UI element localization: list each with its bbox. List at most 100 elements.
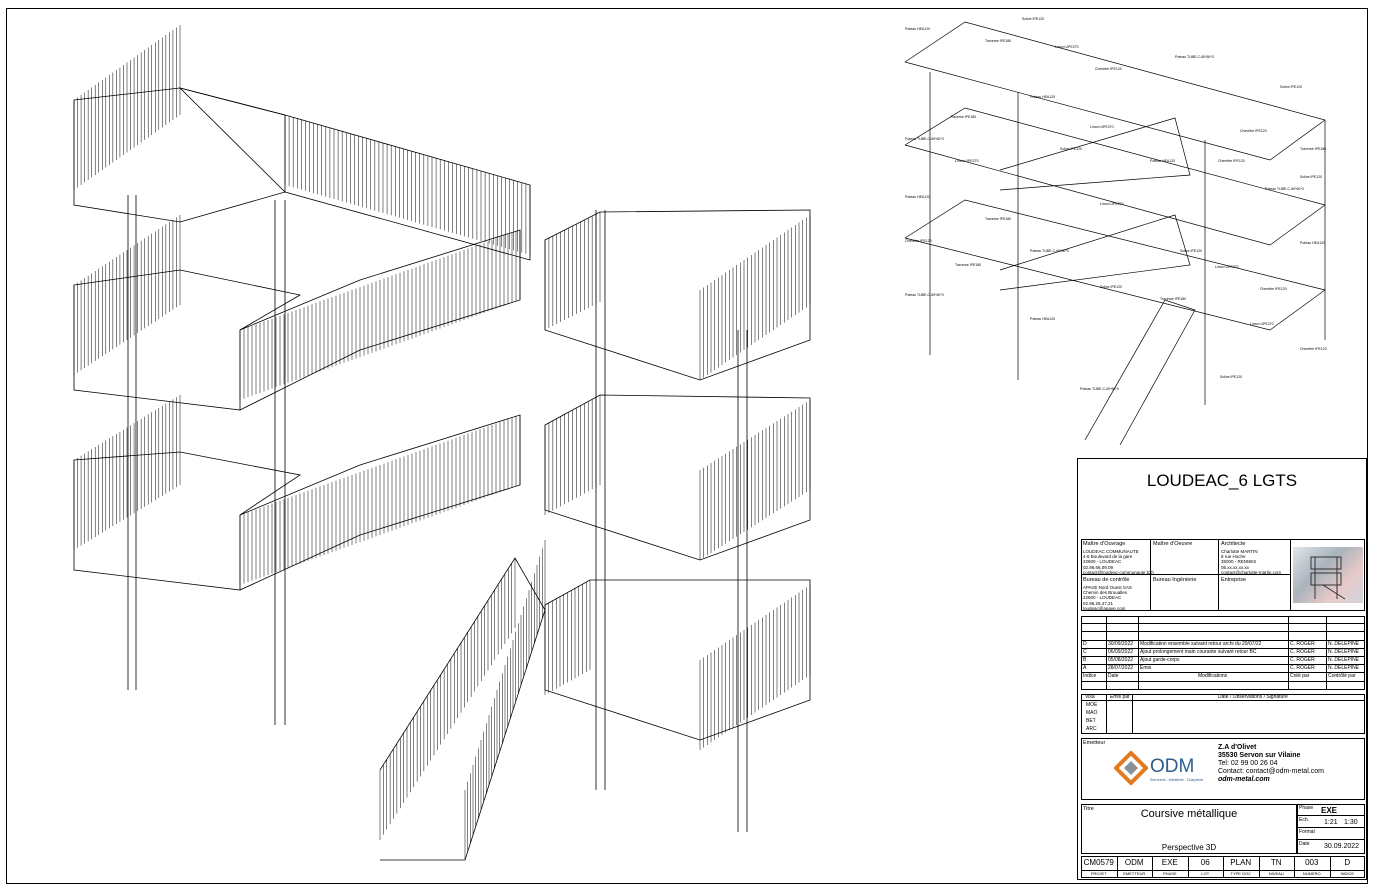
meta-box	[1297, 804, 1365, 854]
revision-modif: Ajout prolongement main courante suivant…	[1140, 648, 1257, 655]
revision-modif: Emis	[1140, 665, 1152, 672]
odm-logo-text: ODM	[1150, 756, 1195, 777]
revision-controle: N. DELEPINE	[1328, 648, 1360, 655]
phase-label: Phase	[1299, 805, 1314, 811]
member-tag: Poteau TUBE-C-60*60*3	[905, 293, 944, 297]
titre-label: Titre	[1083, 806, 1094, 812]
member-tag: Solive IPE120	[1100, 285, 1122, 289]
maitre-ouvrage-label: Maître d'Ouvrage	[1083, 541, 1126, 547]
emetteur-label: Emetteur	[1083, 740, 1106, 746]
odm-logo-icon	[1114, 751, 1148, 785]
date-value: 30.09.2022	[1324, 843, 1360, 850]
member-tag: Solive IPE120	[1022, 17, 1044, 21]
member-tag: Traverse IPE180	[950, 115, 976, 119]
code-value-type-doc: PLAN	[1230, 858, 1252, 867]
revision-date: 28/07/2022	[1108, 665, 1134, 672]
member-tag: Poteau TUBE-C-60*60*3	[1175, 55, 1214, 59]
ech-label: Ech.	[1299, 817, 1310, 823]
code-value-phase: EXE	[1161, 858, 1178, 867]
member-tag: Poteau HEA120	[1300, 241, 1325, 245]
member-tag: Poteau HEA120	[1150, 159, 1175, 163]
architecte-lines: Charlotte MARTIN 8 rue Hoche 35000 - REN…	[1221, 549, 1282, 575]
code-value-niveau: TN	[1270, 858, 1282, 867]
revision-header-cree: Créé par	[1290, 673, 1310, 680]
member-tag: Solive IPE120	[1300, 175, 1322, 179]
visa-emis-header: Emis par	[1110, 694, 1130, 700]
revision-indice: B	[1083, 657, 1087, 663]
revision-row	[1081, 665, 1365, 674]
member-tag: Poteau HEA120	[905, 195, 930, 199]
member-tag: Traverse IPE180	[955, 263, 981, 267]
thumbnail-structure	[1310, 556, 1346, 600]
visa-date-header: Date / Observations / Signature	[1218, 694, 1288, 700]
member-tag: Limon UPE270	[1215, 265, 1239, 269]
revision-date: 30/09/2022	[1108, 640, 1134, 647]
entreprise-label: Entreprise	[1221, 577, 1247, 583]
date-label: Date	[1299, 841, 1310, 847]
code-label: NIVEAU	[1268, 871, 1284, 876]
bureau-controle-label: Bureau de contrôle	[1083, 577, 1130, 583]
member-tag: Solive IPE120	[1220, 375, 1242, 379]
code-value-emetteur: ODM	[1124, 858, 1144, 867]
revision-modif: Modification ensemble suivant retour arc…	[1140, 640, 1262, 647]
emetteur-box	[1081, 738, 1365, 800]
member-tag: Limon UPE270	[1055, 45, 1079, 49]
code-label: PROJET	[1090, 871, 1107, 876]
title-block: LOUDEAC_6 LGTS Maître d'Ouvrage LOUDEAC …	[1077, 458, 1367, 880]
revision-row	[1081, 649, 1365, 657]
member-tag: Poteau TUBE-C-60*60*3	[1080, 387, 1119, 391]
revision-row	[1081, 657, 1365, 666]
revision-header-date: Date	[1108, 673, 1119, 680]
member-tag: Limon UPE270	[1090, 125, 1114, 129]
revision-row	[1081, 632, 1365, 641]
titre-main: Coursive métallique	[1140, 808, 1238, 820]
visa-row: MAO	[1086, 710, 1098, 716]
member-tag: Chevêtre IPE120	[1260, 287, 1287, 291]
member-tag: Chevêtre IPE120	[1218, 159, 1245, 163]
revision-modif: Ajout garde-corps	[1140, 657, 1180, 663]
format-label: Format	[1299, 829, 1315, 835]
visa-row: ARC	[1086, 726, 1097, 732]
member-tag: Chevêtre IPE120	[1240, 129, 1267, 133]
revision-cree: C. ROGER	[1290, 648, 1315, 655]
visa-row: BET	[1086, 718, 1096, 724]
revision-table	[1081, 616, 1365, 690]
parties-grid	[1081, 539, 1365, 611]
revision-indice: C	[1083, 648, 1087, 655]
member-tag: Chevêtre IPE120	[905, 239, 932, 243]
maitre-ouvrage-lines: LOUDEAC COMMUNAUTE 4-6 Boulevard de la g…	[1083, 549, 1154, 575]
member-tag: Chevêtre IPE120	[1300, 347, 1327, 351]
maitre-oeuvre-label: Maître d'Oeuvre	[1153, 541, 1193, 547]
member-tag: Traverse IPE180	[1300, 147, 1326, 151]
code-value-projet: CM0579	[1083, 858, 1114, 867]
code-value-indice: D	[1344, 858, 1351, 867]
ech-value-1: 1:21	[1324, 819, 1338, 826]
bureau-controle-lines: APAVE Nord Ouest SAS Chemin des Broualle…	[1083, 585, 1132, 611]
member-tag: Poteau HEA120	[1030, 317, 1055, 321]
member-tag: Traverse IPE180	[985, 217, 1011, 221]
member-tag: Chevêtre IPE120	[1095, 67, 1122, 71]
member-tag: Traverse IPE180	[1160, 297, 1186, 301]
member-tag: Solive IPE120	[1180, 249, 1202, 253]
member-tag: Limon UPE270	[1250, 322, 1274, 326]
visa-table	[1081, 694, 1365, 734]
revision-controle: N. DELEPINE	[1328, 640, 1360, 647]
revision-row	[1081, 673, 1365, 682]
member-tag: Limon UPE270	[955, 159, 979, 163]
revision-header-modif: Modifications	[1198, 673, 1228, 680]
phase-value: EXE	[1321, 806, 1338, 815]
member-tag: Traverse IPE180	[985, 39, 1011, 43]
emetteur-address: Z.A d'Olivet 35530 Servon sur Vilaine Te…	[1218, 744, 1324, 784]
code-label: NUMERO	[1302, 871, 1321, 876]
revision-controle: N. DELEPINE	[1328, 657, 1360, 663]
visa-header: Visa	[1085, 694, 1095, 700]
revision-cree: C. ROGER	[1290, 665, 1315, 672]
titre-box	[1081, 804, 1297, 854]
odm-logo-subtitle: Serrurerie - Métallerie - Charpente	[1150, 778, 1204, 782]
code-value-numero: 003	[1305, 858, 1319, 867]
member-tag: Poteau TUBE-C-60*60*3	[905, 137, 944, 141]
member-tag: Poteau TUBE-C-60*60*3	[1265, 187, 1304, 191]
visa-row: MOE	[1086, 702, 1098, 708]
project-title: LOUDEAC_6 LGTS	[1146, 471, 1298, 490]
